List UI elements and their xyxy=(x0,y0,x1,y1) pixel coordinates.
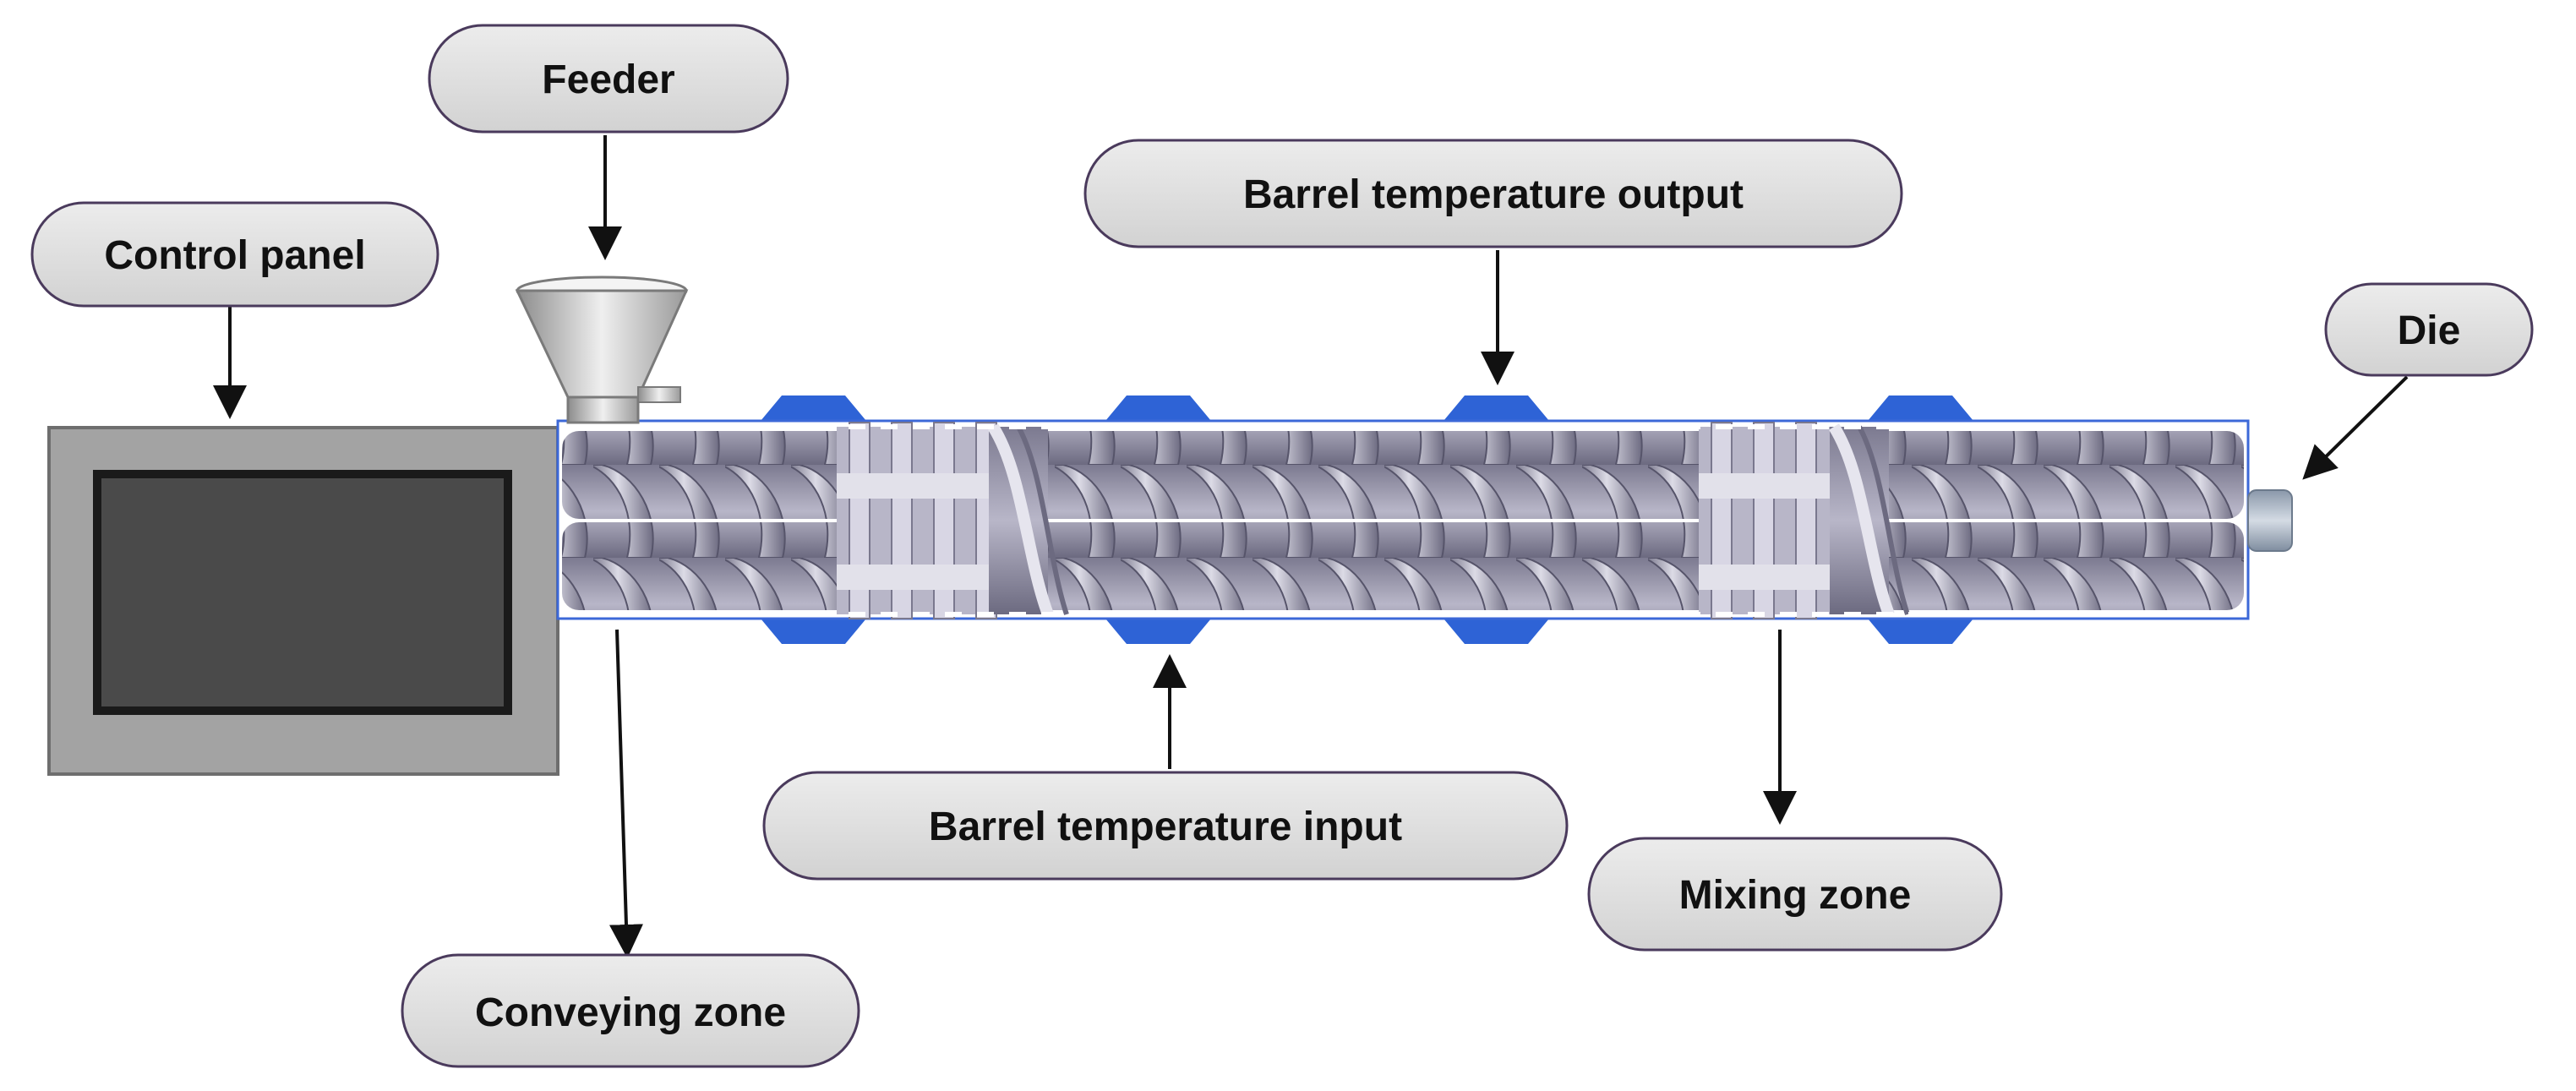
label-barrel-output-text: Barrel temperature output xyxy=(1243,172,1744,217)
extruder-barrel xyxy=(556,395,2250,644)
label-barrel-input-text: Barrel temperature input xyxy=(929,805,1402,849)
reverse-element-2 xyxy=(1829,423,1910,617)
feeder-hopper xyxy=(515,275,689,424)
reverse-element-1 xyxy=(988,423,1069,617)
label-control-panel: Control panel xyxy=(30,201,439,308)
label-barrel-input: Barrel temperature input xyxy=(762,771,1569,881)
kneading-block-1 xyxy=(837,422,1006,619)
label-conveying-zone: Conveying zone xyxy=(401,953,860,1068)
heater-blocks-bottom xyxy=(761,619,1973,644)
heater-blocks-top xyxy=(761,395,1973,421)
label-die: Die xyxy=(2324,282,2534,377)
label-conveying-zone-text: Conveying zone xyxy=(475,990,786,1035)
label-feeder: Feeder xyxy=(428,24,789,134)
die xyxy=(2247,489,2293,552)
label-feeder-text: Feeder xyxy=(542,57,674,102)
label-mixing-zone: Mixing zone xyxy=(1587,837,2003,952)
arrow-conveying-zone xyxy=(609,629,643,958)
label-barrel-output: Barrel temperature output xyxy=(1083,139,1903,248)
lower-screw xyxy=(562,522,2244,610)
control-panel xyxy=(47,426,559,776)
label-control-panel-text: Control panel xyxy=(104,233,365,278)
label-mixing-zone-text: Mixing zone xyxy=(1679,873,1912,918)
callout-arrows xyxy=(213,135,2409,958)
label-die-text: Die xyxy=(2398,308,2461,353)
arrow-die xyxy=(2302,375,2409,480)
kneading-block-2 xyxy=(1699,422,1842,619)
upper-screw xyxy=(562,431,2244,519)
